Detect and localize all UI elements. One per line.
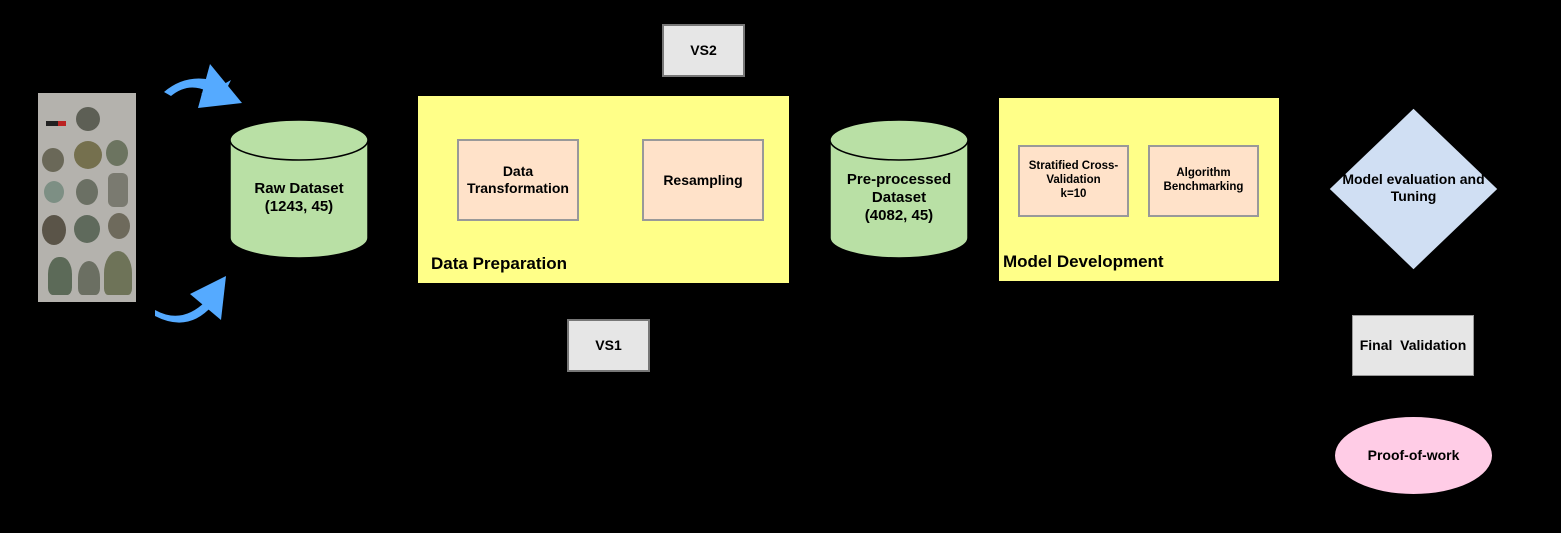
proof-of-work-label: Proof-of-work	[1367, 447, 1460, 464]
model-evaluation-line2: Tuning	[1390, 188, 1437, 204]
algorithm-benchmarking-line1: Algorithm	[1176, 167, 1231, 180]
artifact-stone	[74, 141, 102, 169]
curved-arrow-upper	[164, 64, 242, 108]
stratified-cv-box: Stratified Cross- Validation k=10	[1018, 145, 1129, 217]
data-transformation-box: Data Transformation	[457, 139, 579, 221]
preprocessed-dataset-label: Pre-processed Dataset (4082, 45)	[829, 162, 969, 234]
artifact-stone	[76, 179, 98, 205]
artifact-stone	[74, 215, 100, 243]
preprocessed-dataset-cylinder	[829, 119, 969, 259]
algorithm-benchmarking-line2: Benchmarking	[1163, 181, 1244, 193]
raw-dataset-title: Raw Dataset	[254, 180, 344, 197]
model-development-title: Model Development	[1003, 252, 1164, 271]
artifact-stone	[104, 251, 132, 295]
stratified-cv-line2: Validation	[1046, 174, 1101, 187]
raw-dataset-label: Raw Dataset (1243, 45)	[229, 168, 369, 228]
artifact-stone	[108, 173, 128, 207]
resampling-box: Resampling	[642, 139, 764, 221]
algorithm-benchmarking-box: Algorithm Benchmarking	[1148, 145, 1259, 217]
preprocessed-dataset-line2: Dataset	[871, 189, 927, 206]
artifact-stone	[106, 140, 128, 166]
scale-bar	[46, 121, 66, 126]
model-evaluation-diamond	[1328, 107, 1499, 271]
proof-of-work-ellipse: Proof-of-work	[1334, 416, 1493, 495]
artifact-stone	[78, 261, 100, 295]
artifact-stone	[108, 213, 130, 239]
vs1-label: VS1	[595, 337, 622, 354]
artifact-stone	[42, 215, 66, 245]
final-validation-box: Final Validation	[1352, 315, 1474, 376]
final-validation-label: Final Validation	[1359, 337, 1467, 354]
scale-bar-red	[58, 121, 66, 126]
data-preparation-title: Data Preparation	[431, 254, 568, 273]
stratified-cv-line3: k=10	[1060, 187, 1087, 200]
artifact-stone	[44, 181, 64, 203]
stratified-cv-line1: Stratified Cross-	[1028, 160, 1119, 173]
preprocessed-dataset-size: (4082, 45)	[864, 207, 934, 224]
data-transformation-line2: Transformation	[467, 180, 569, 196]
artifact-stone	[42, 148, 64, 172]
vs2-label: VS2	[690, 42, 717, 59]
raw-dataset-size: (1243, 45)	[264, 198, 334, 215]
artifact-stone	[48, 257, 72, 295]
resampling-label: Resampling	[663, 171, 743, 188]
raw-dataset-cylinder	[229, 119, 369, 259]
artifact-stone	[76, 107, 100, 131]
vs1-box: VS1	[567, 319, 650, 372]
model-evaluation-label: Model evaluation and Tuning	[1330, 164, 1497, 212]
artifacts-photo	[38, 93, 136, 302]
data-transformation-line1: Data	[502, 163, 534, 180]
model-evaluation-line1: Model evaluation and	[1342, 171, 1485, 188]
preprocessed-dataset-line1: Pre-processed	[846, 171, 952, 188]
curved-arrow-lower	[155, 276, 226, 323]
vs2-box: VS2	[662, 24, 745, 77]
